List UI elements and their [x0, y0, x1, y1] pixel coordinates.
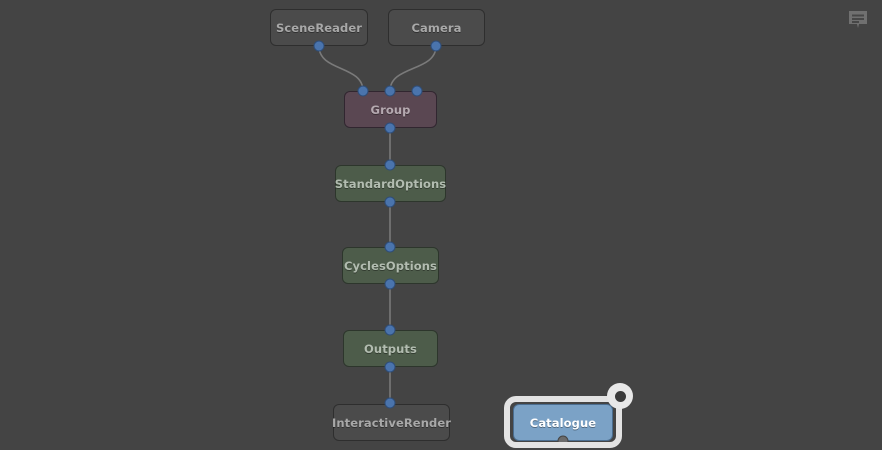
selection-halo [504, 396, 622, 448]
plug-outputs-in[interactable] [384, 324, 396, 336]
node-sceneReader[interactable]: SceneReader [270, 9, 368, 46]
plug-camera-out[interactable] [430, 40, 442, 52]
node-catalogue[interactable]: Catalogue [513, 404, 613, 441]
node-label: StandardOptions [334, 176, 447, 191]
node-standardOptions[interactable]: StandardOptions [335, 165, 446, 202]
node-cyclesOptions[interactable]: CyclesOptions [342, 247, 439, 284]
node-label: InteractiveRender [332, 415, 451, 430]
node-label: Group [370, 102, 411, 117]
annotation-comment-icon[interactable] [846, 8, 870, 32]
edge-camera-to-group [389, 45, 437, 92]
plug-standardOptions-in[interactable] [384, 159, 396, 171]
node-label: CyclesOptions [343, 258, 438, 273]
node-label: Camera [411, 20, 462, 35]
plug-group-in0[interactable] [357, 85, 369, 97]
node-label: Outputs [364, 341, 417, 356]
plug-outputs-out[interactable] [384, 361, 396, 373]
node-label: Catalogue [529, 415, 597, 430]
plug-interactiveRender-in[interactable] [384, 397, 396, 409]
node-camera[interactable]: Camera [388, 9, 485, 46]
node-label: SceneReader [275, 20, 363, 35]
plug-sceneReader-out[interactable] [313, 40, 325, 52]
plug-group-in1[interactable] [384, 85, 396, 97]
bookmark-badge[interactable] [607, 383, 633, 409]
node-interactiveRender[interactable]: InteractiveRender [332, 404, 451, 441]
bookmark-badge-core [614, 390, 626, 402]
node-outputs[interactable]: Outputs [343, 330, 438, 367]
plug-cyclesOptions-in[interactable] [384, 241, 396, 253]
plug-group-in2[interactable] [411, 85, 423, 97]
plug-standardOptions-out[interactable] [384, 196, 396, 208]
edge-sceneReader-to-group [318, 45, 364, 92]
plug-cyclesOptions-out[interactable] [384, 278, 396, 290]
plug-group-out[interactable] [384, 122, 396, 134]
